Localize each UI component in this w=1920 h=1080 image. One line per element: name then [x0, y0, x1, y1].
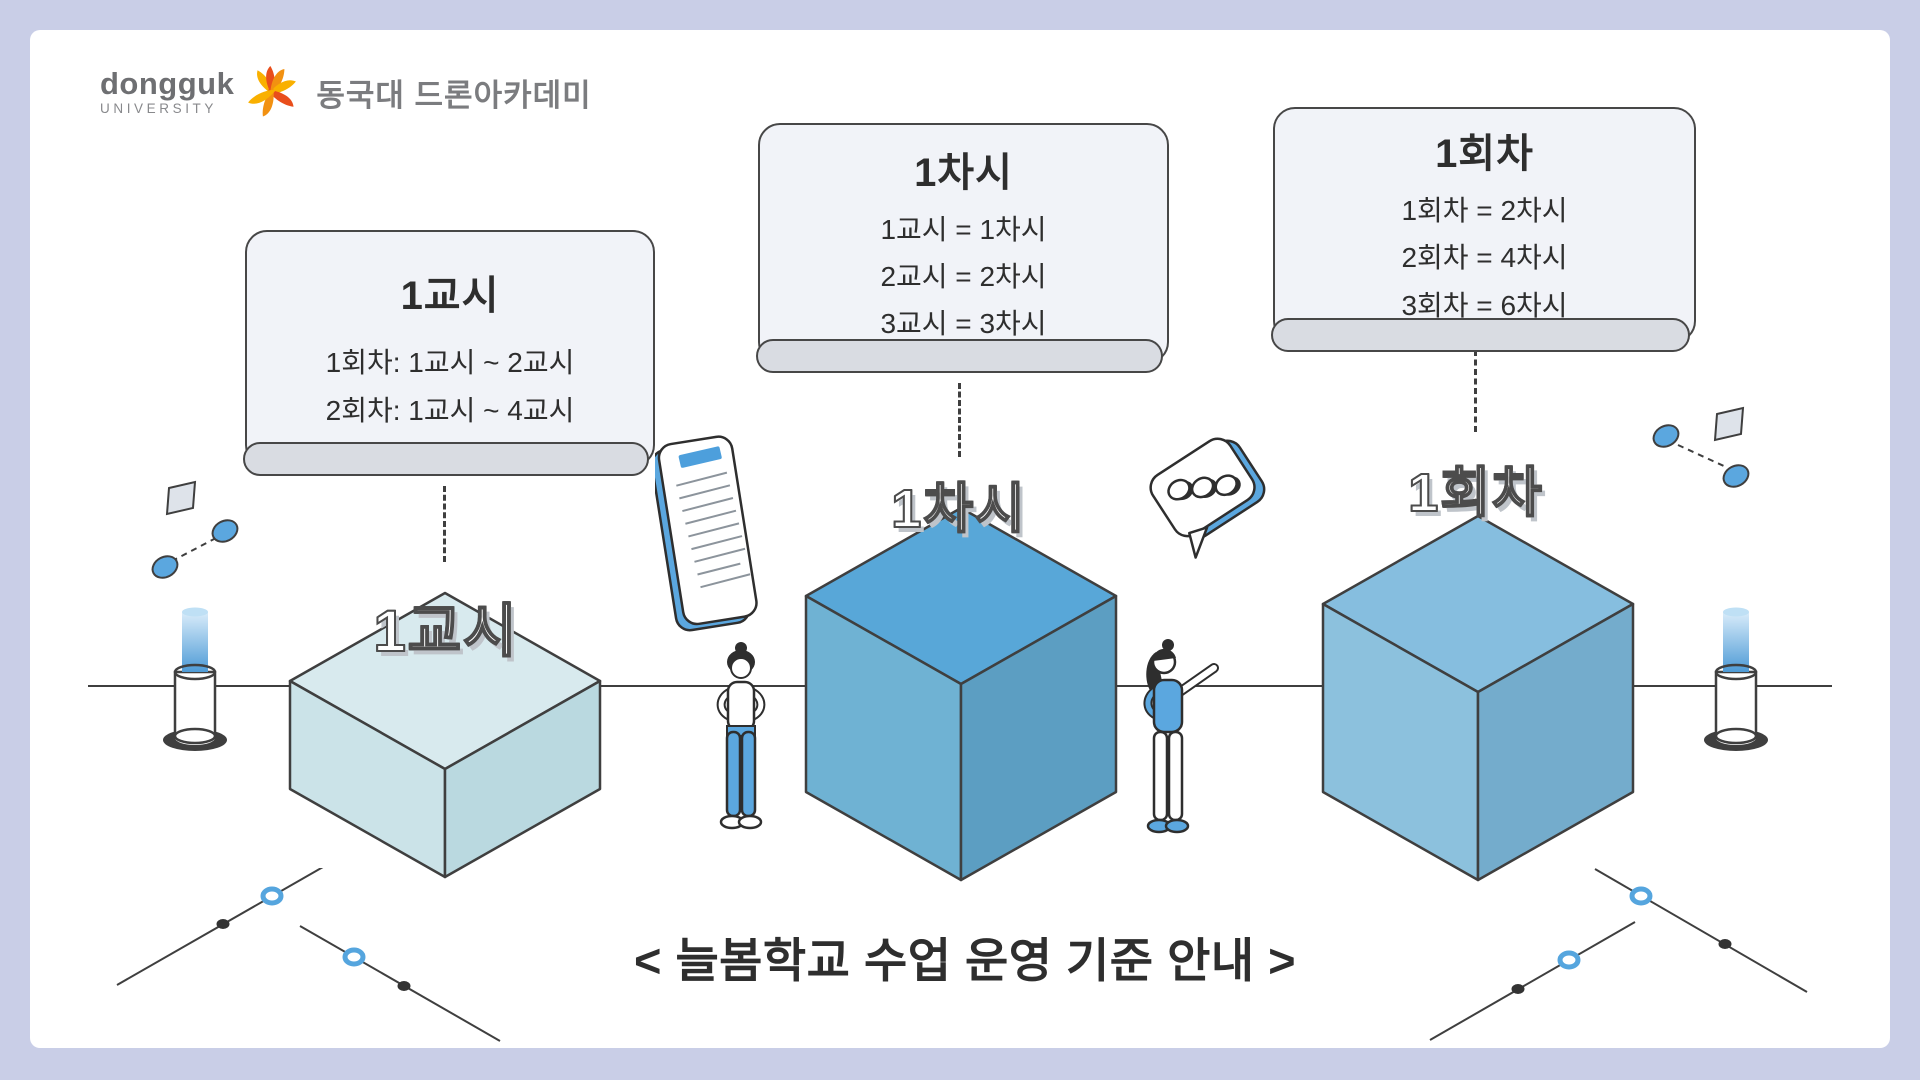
cube-chasi [804, 506, 1118, 882]
callout-hoecha-line-1: 1회차 = 2차시 [1401, 195, 1568, 227]
person-pointing [1143, 639, 1219, 834]
floor-path-right [1429, 868, 1808, 1041]
coin-disc-icon [151, 555, 179, 579]
callout-chasi-line-3: 3교시 = 3차시 [880, 308, 1047, 340]
card-chip-icon [165, 480, 197, 516]
wordmark-top: dongguk [100, 66, 235, 102]
person-hands-on-hips [716, 642, 766, 830]
dashed-link-icon [1677, 444, 1727, 468]
document-sheet-icon [655, 435, 758, 632]
cube-label-hoecha: 1회차 [1407, 462, 1544, 524]
callout-gyosi-line-1: 1회차: 1교시 ~ 2교시 [325, 347, 575, 379]
coin-disc-icon [211, 519, 239, 543]
connector-left [443, 486, 446, 562]
node-ring-icon [260, 886, 284, 906]
node-ring-icon [1629, 886, 1653, 906]
callout-hoecha-line-2: 2회차 = 4차시 [1401, 242, 1568, 274]
dashed-link-icon [173, 537, 217, 561]
node-ring-icon [1557, 950, 1581, 970]
coin-disc-icon [1722, 464, 1750, 488]
cube-hoecha [1321, 514, 1635, 882]
callout-hoecha: 1회차 1회차 = 2차시 2회차 = 4차시 3회차 = 6차시 [1271, 107, 1696, 352]
lotus-burst-icon [248, 65, 297, 117]
academy-name: 동국대 드론아카데미 [316, 77, 592, 113]
callout-chasi-line-2: 2교시 = 2차시 [880, 260, 1047, 292]
wordmark-bottom: UNIVERSITY [100, 101, 218, 117]
node-dot-icon [1511, 984, 1525, 994]
callout-hoecha-line-3: 3회차 = 6차시 [1401, 289, 1568, 321]
callout-hoecha-heading: 1회차 [1435, 132, 1534, 177]
speech-bubble-dots-icon [1149, 437, 1266, 559]
float-icons-right [1652, 406, 1750, 488]
callout-gyosi: 1교시 1회차: 1교시 ~ 2교시 2회차: 1교시 ~ 4교시 [243, 230, 655, 476]
beacon-pillar-left [163, 607, 227, 751]
callout-chasi: 1차시 1교시 = 1차시 2교시 = 2차시 3교시 = 3차시 [756, 123, 1169, 373]
callout-chasi-line-1: 1교시 = 1차시 [880, 213, 1047, 245]
float-icons-left [151, 480, 239, 579]
coin-disc-icon [1652, 424, 1680, 448]
header-logo: dongguk UNIVERSITY 동국대 드론아카데미 [100, 64, 592, 120]
connector-middle [958, 383, 961, 457]
beacon-pillar-right [1704, 607, 1768, 751]
callout-chasi-heading: 1차시 [914, 150, 1013, 195]
callout-gyosi-line-2: 2회차: 1교시 ~ 4교시 [325, 394, 575, 426]
university-wordmark: dongguk UNIVERSITY [100, 68, 234, 116]
node-dot-icon [216, 919, 230, 929]
connector-right [1474, 350, 1477, 432]
cube-label-gyosi: 1교시 [373, 598, 519, 665]
card-chip-icon [1713, 406, 1745, 442]
cube-label-chasi: 1차시 [890, 478, 1027, 540]
floor-path-left [116, 868, 501, 1042]
callout-gyosi-heading: 1교시 [400, 274, 500, 319]
node-dot-icon [1718, 939, 1732, 949]
node-dot-icon [397, 981, 411, 991]
node-ring-icon [342, 947, 366, 967]
cube-gyosi [288, 591, 602, 879]
slide-title: < 늘봄학교 수업 운영 기준 안내 > [633, 934, 1297, 987]
